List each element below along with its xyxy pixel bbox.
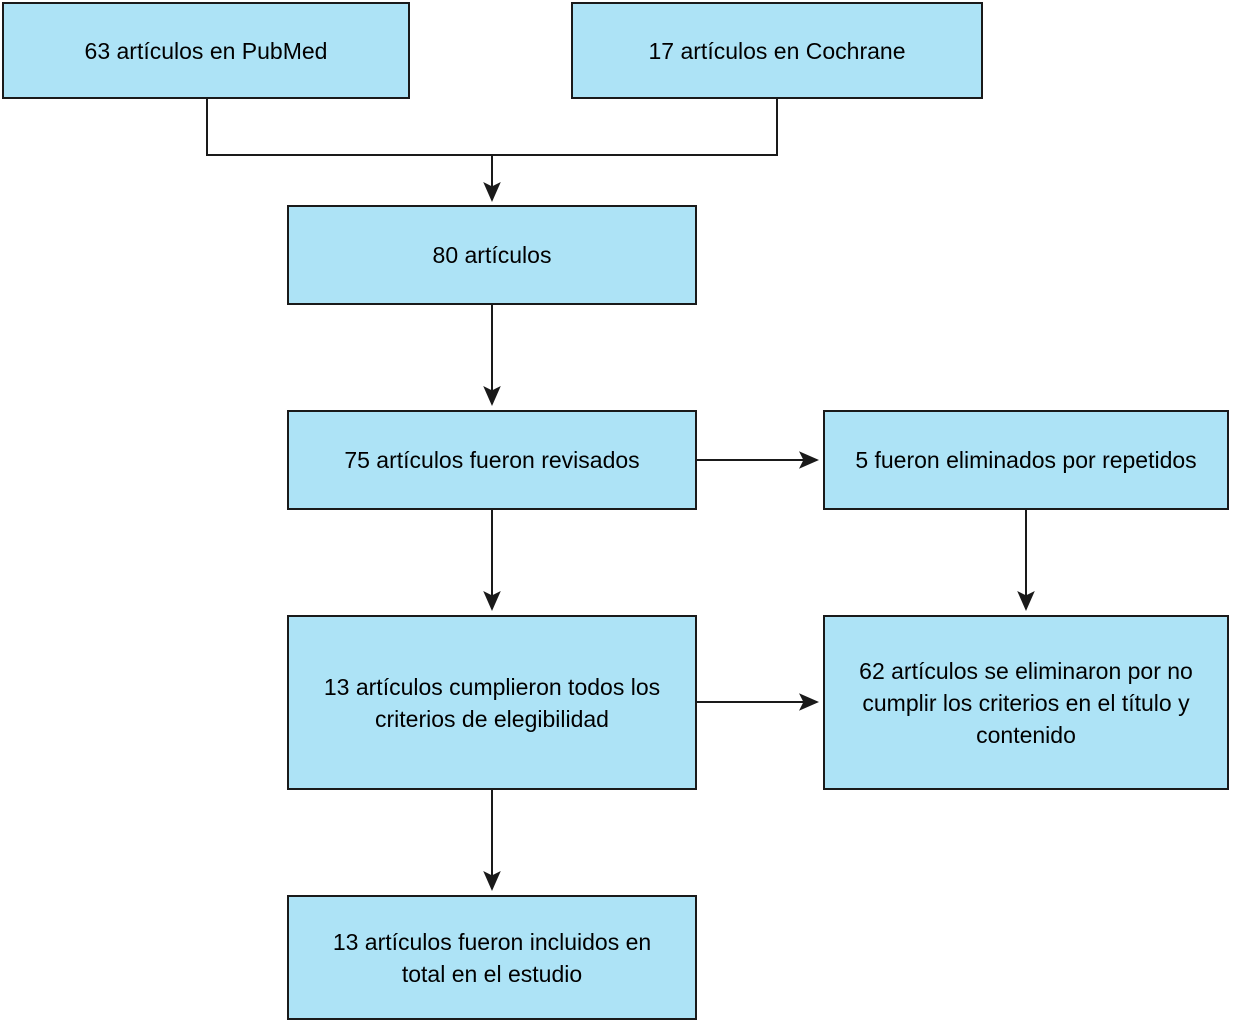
box-cochrane-label: 17 artículos en Cochrane <box>648 37 906 64</box>
merge-connector <box>206 99 778 156</box>
box-reviewed-articles-label: 75 artículos fueron revisados <box>344 447 640 473</box>
box-removed-criteria-label: 62 artículos se eliminaron por no cumpli… <box>859 657 1193 748</box>
box-removed-criteria: 62 artículos se eliminaron por no cumpli… <box>823 615 1229 790</box>
box-removed-duplicates: 5 fueron eliminados por repetidos <box>823 410 1229 510</box>
box-removed-duplicates-label: 5 fueron eliminados por repetidos <box>855 447 1197 473</box>
box-reviewed-articles: 75 artículos fueron revisados <box>287 410 697 510</box>
box-eligible-articles-label: 13 artículos cumplieron todos los criter… <box>323 673 661 732</box>
box-total-articles-label: 80 artículos <box>432 242 552 268</box>
box-total-articles: 80 artículos <box>287 205 697 305</box>
box-included-articles-label: 13 artículos fueron incluidos en total e… <box>332 928 652 987</box>
box-included-articles: 13 artículos fueron incluidos en total e… <box>287 895 697 1020</box>
box-pubmed: 63 artículos en PubMed <box>2 2 410 99</box>
box-pubmed-label: 63 artículos en PubMed <box>84 37 328 64</box>
box-eligible-articles: 13 artículos cumplieron todos los criter… <box>287 615 697 790</box>
box-cochrane: 17 artículos en Cochrane <box>571 2 983 99</box>
